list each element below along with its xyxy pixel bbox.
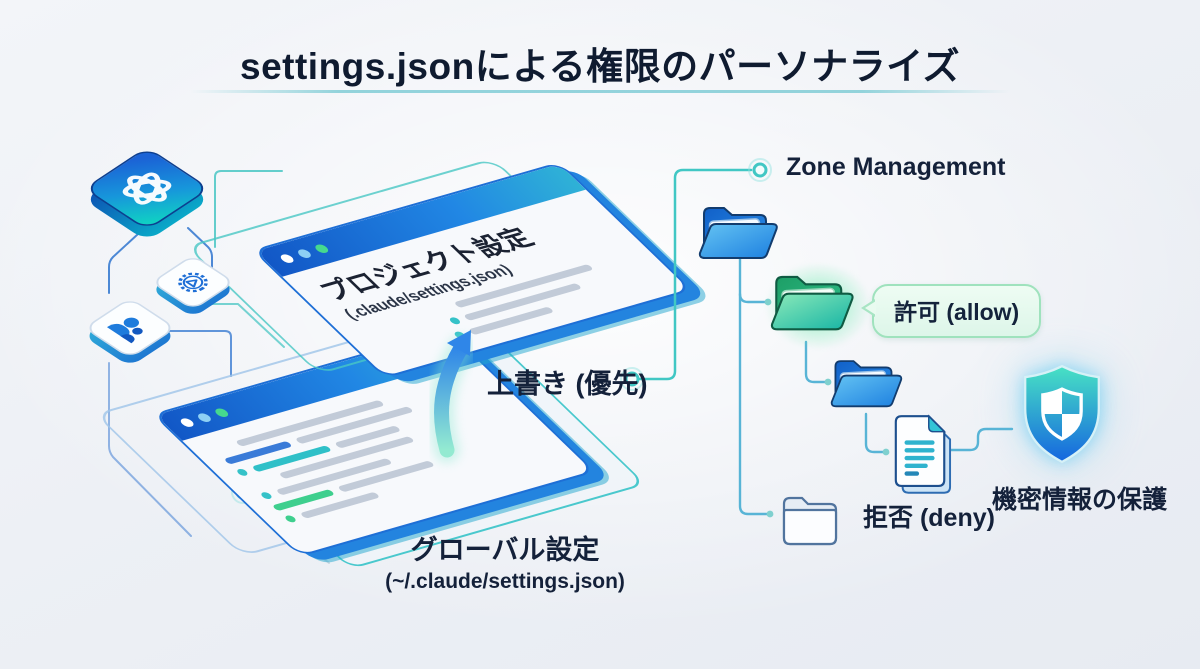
window-dot-icon: [212, 407, 231, 419]
protection-label: 機密情報の保護: [992, 486, 1168, 514]
zone-management-heading: Zone Management: [786, 153, 1006, 181]
shield-icon: [1016, 362, 1108, 471]
project-settings-window: プロジェクト設定 (.claude/settings.json): [185, 157, 693, 379]
user-tile: [80, 292, 180, 372]
deny-label: 拒否 (deny): [863, 504, 995, 532]
openai-logo-tile: [82, 140, 212, 248]
window-dot-icon: [178, 417, 197, 429]
folder-empty-icon: [778, 490, 842, 551]
window-dot-icon: [295, 248, 314, 260]
title-underline: [190, 90, 1010, 93]
window-dot-icon: [312, 243, 331, 255]
window-dot-icon: [195, 412, 214, 424]
override-label: 上書き (優先): [487, 369, 648, 399]
user-icon: [106, 317, 143, 344]
page-title: settings.jsonによる権限のパーソナライズ: [240, 46, 960, 87]
global-settings-path: (~/.claude/settings.json): [385, 570, 625, 593]
folder-child-icon: [830, 352, 906, 415]
folder-allow-icon: [770, 266, 858, 339]
global-settings-heading: グローバル設定: [410, 535, 600, 565]
allow-badge: 許可 (allow): [860, 284, 1042, 338]
allow-badge-label: 許可 (allow): [894, 299, 1020, 325]
global-settings-label: グローバル設定 (~/.claude/settings.json): [340, 528, 670, 594]
document-icon: [890, 412, 952, 499]
window-dot-icon: [278, 253, 297, 265]
openai-logo-icon: [122, 172, 172, 205]
folder-root-icon: [698, 198, 782, 267]
